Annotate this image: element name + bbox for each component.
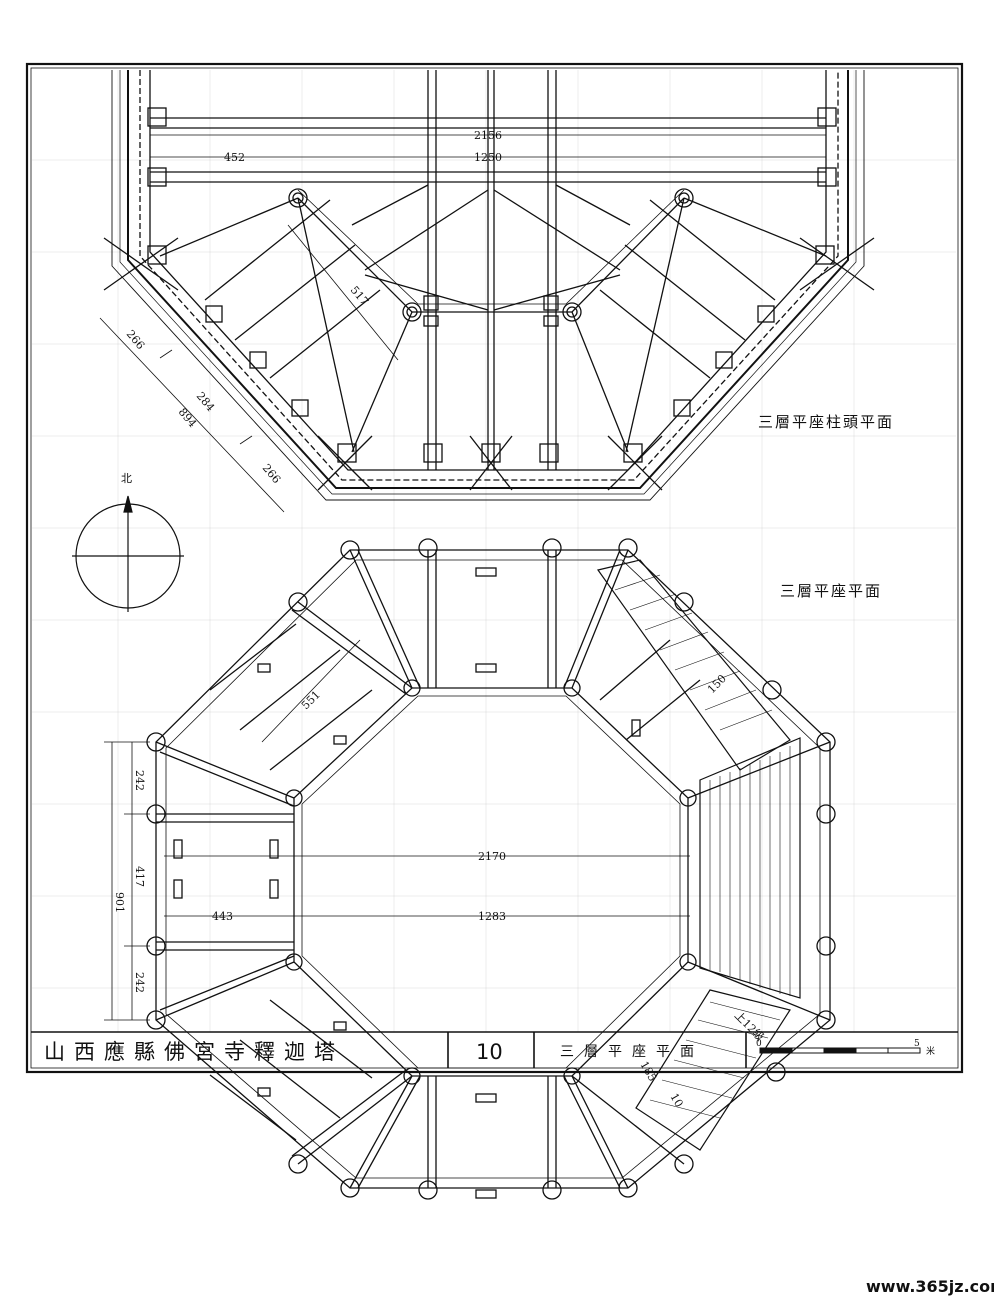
watermark: www.365jz.com [866,1277,994,1296]
upper-dim-span-total: 2156 [474,129,502,142]
upper-plan-caption: 三層平座柱頭平面 [758,413,894,431]
paper-grid [32,70,956,1032]
lower-dim-side-b: 417 [133,866,146,887]
upper-dim-span-outer: 452 [224,151,245,164]
lower-plan [146,538,836,1200]
upper-dim-span-inner: 1250 [474,151,502,164]
lower-dim-side-a: 242 [133,770,146,791]
stair-hatching [596,559,801,1151]
upper-dim-side-c: 284 [194,390,217,414]
upper-plan [103,70,875,501]
sheet-title: 山西應縣佛宮寺釋迦塔 [44,1040,344,1064]
lower-dim-span-inner: 1283 [478,910,506,923]
plate-number: 10 [476,1040,503,1064]
sheet-subtitle: 三層平座平面 [560,1044,704,1060]
north-label: 北 [121,472,132,485]
scale-bar [759,1047,921,1054]
lower-dim-stair-a: 150 [705,672,729,696]
scale-unit: 米 [926,1045,935,1057]
scale-start: 0 [756,1039,762,1049]
lower-dim-bay: 551 [299,688,323,712]
lower-plan-caption: 三層平座平面 [780,582,882,600]
upper-dim-side-d: 266 [260,462,283,486]
lower-dim-side-total: 901 [113,892,126,913]
title-block [31,1031,958,1068]
lower-dim-stair-d: 10 [667,1091,685,1110]
upper-dim-side-a: 266 [124,328,147,352]
lower-dim-span-total: 2170 [478,850,506,863]
upper-dimension-lines [99,134,826,513]
upper-dim-side-b: 894 [176,406,199,430]
north-arrow [72,495,184,612]
lower-columns [146,538,836,1200]
lower-dim-side-c: 242 [133,972,146,993]
lower-dimension-lines [104,639,690,1021]
lower-dim-span-outer: 443 [212,910,233,923]
scale-end: 5 [914,1039,920,1049]
upper-dim-bay: 517 [348,284,371,308]
